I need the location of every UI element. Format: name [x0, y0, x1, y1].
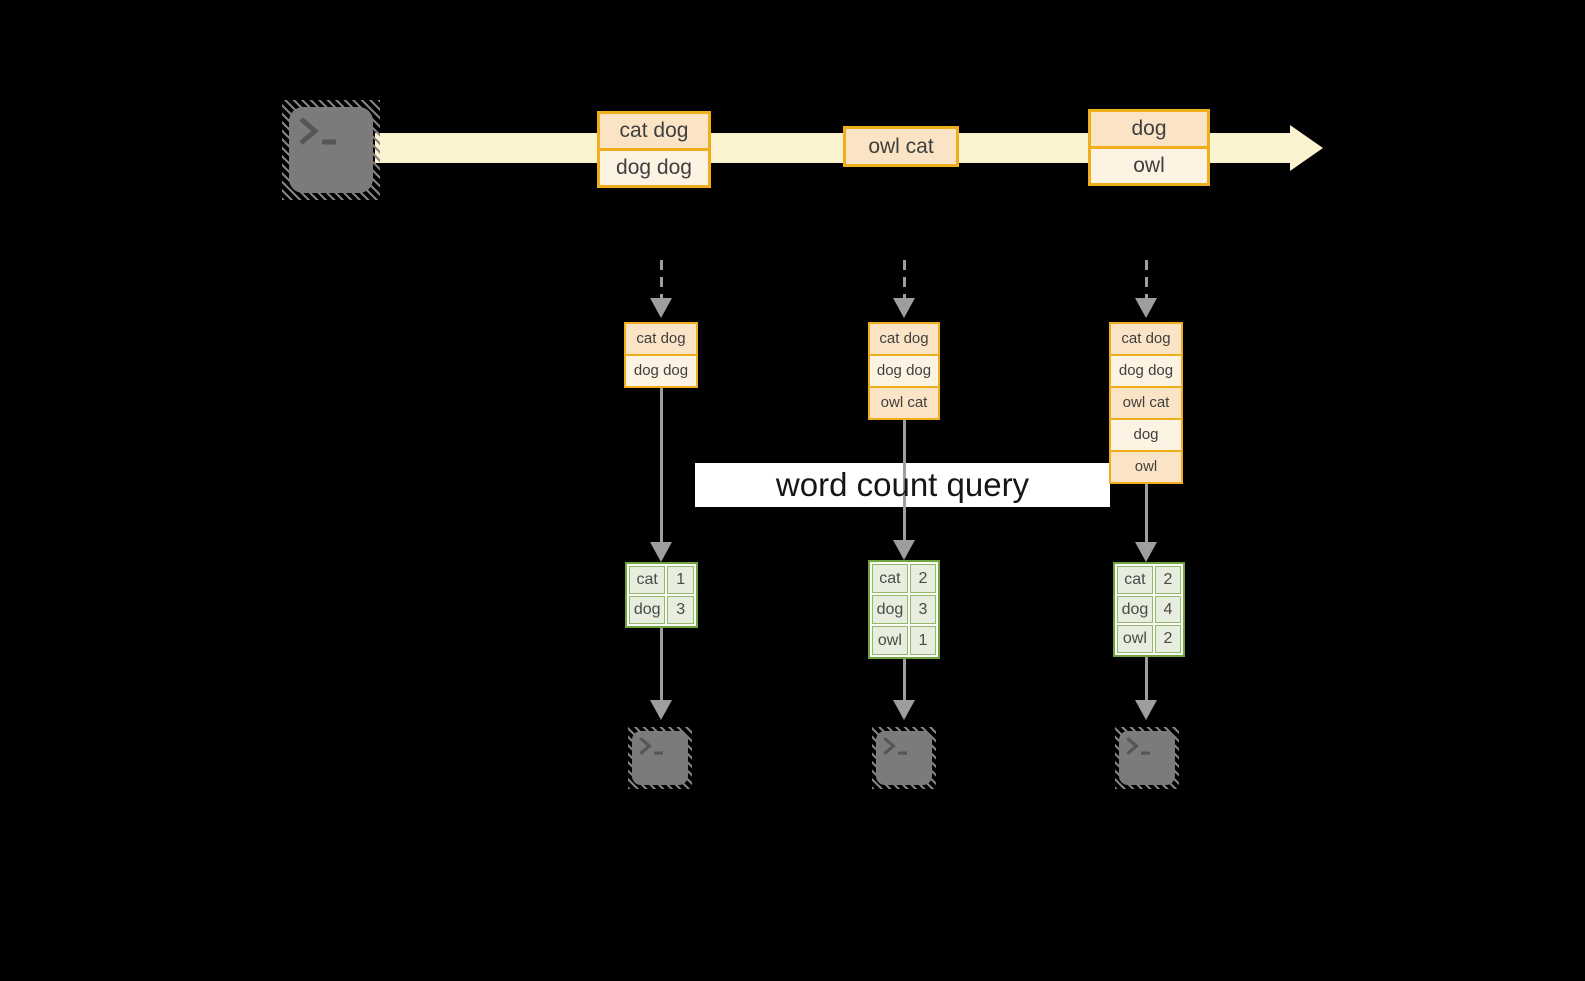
word-count-table: cat 2 dog 4 owl 2 — [1113, 562, 1185, 657]
word-cell: dog — [1117, 595, 1153, 624]
stream-record: dog — [1088, 109, 1210, 149]
count-cell: 4 — [1154, 595, 1181, 624]
output-terminal-icon — [628, 727, 692, 789]
word-cell: cat — [1117, 566, 1153, 594]
window-stack: cat dog dog dog owl cat — [868, 322, 940, 420]
stream-record: owl cat — [843, 126, 959, 167]
word-cell: owl — [1117, 625, 1153, 654]
table-row: cat 2 — [872, 564, 936, 593]
table-row: dog 4 — [1117, 595, 1181, 624]
count-cell: 1 — [667, 566, 694, 594]
window-record: dog dog — [1109, 354, 1183, 388]
window-record: dog — [1109, 418, 1183, 452]
window-stack: cat dog dog dog owl cat dog owl — [1109, 322, 1183, 484]
window-record: cat dog — [1109, 322, 1183, 356]
word-count-table: cat 1 dog 3 — [625, 562, 698, 628]
stream-batch: dog owl — [1088, 109, 1210, 186]
arrowhead-icon — [1135, 298, 1157, 318]
arrowhead-icon — [650, 542, 672, 562]
word-cell: dog — [629, 596, 666, 624]
stream-record: cat dog — [597, 111, 711, 151]
count-cell: 1 — [909, 626, 936, 655]
window-record: dog dog — [868, 354, 940, 388]
stream-record: dog dog — [597, 148, 711, 188]
query-banner — [695, 463, 1110, 507]
terminal-prompt-icon — [639, 737, 663, 755]
table-row: dog 3 — [872, 595, 936, 624]
stream-batch: cat dog dog dog — [597, 111, 711, 188]
window-to-result-arrow — [660, 386, 663, 542]
source-terminal-icon — [282, 100, 380, 200]
dashed-arrow — [1145, 260, 1148, 300]
window-to-result-arrow — [903, 418, 906, 542]
word-cell: cat — [629, 566, 666, 594]
terminal-prompt-icon — [883, 737, 907, 755]
window-record: dog dog — [624, 354, 698, 388]
terminal-prompt-icon — [1126, 737, 1150, 755]
count-cell: 3 — [667, 596, 694, 624]
stream-batch: owl cat — [843, 126, 959, 167]
word-count-table: cat 2 dog 3 owl 1 — [868, 560, 940, 659]
table-row: dog 3 — [629, 596, 694, 624]
window-record: owl cat — [868, 386, 940, 420]
word-cell: dog — [872, 595, 908, 624]
count-cell: 2 — [1154, 625, 1181, 654]
arrowhead-icon — [1135, 700, 1157, 720]
arrowhead-icon — [650, 298, 672, 318]
table-row: cat 2 — [1117, 566, 1181, 594]
result-to-output-arrow — [903, 657, 906, 702]
arrowhead-icon — [893, 540, 915, 560]
word-cell: cat — [872, 564, 908, 593]
result-to-output-arrow — [660, 627, 663, 702]
terminal-prompt-icon — [299, 117, 336, 145]
count-cell: 2 — [909, 564, 936, 593]
stream-arrowhead-icon — [1290, 125, 1323, 171]
count-cell: 3 — [909, 595, 936, 624]
arrowhead-icon — [893, 298, 915, 318]
arrowhead-icon — [1135, 542, 1157, 562]
table-row: cat 1 — [629, 566, 694, 594]
arrowhead-icon — [650, 700, 672, 720]
result-to-output-arrow — [1145, 654, 1148, 702]
stream-record: owl — [1088, 146, 1210, 186]
output-terminal-icon — [1115, 727, 1179, 789]
window-record: cat dog — [624, 322, 698, 356]
table-row: owl 1 — [872, 626, 936, 655]
window-record: owl — [1109, 450, 1183, 484]
window-record: owl cat — [1109, 386, 1183, 420]
output-terminal-icon — [872, 727, 936, 789]
window-to-result-arrow — [1145, 482, 1148, 542]
word-cell: owl — [872, 626, 908, 655]
dashed-arrow — [660, 260, 663, 300]
count-cell: 2 — [1154, 566, 1181, 594]
window-stack: cat dog dog dog — [624, 322, 698, 388]
window-record: cat dog — [868, 322, 940, 356]
query-label: word count query — [775, 466, 1030, 503]
dashed-arrow — [903, 260, 906, 300]
table-row: owl 2 — [1117, 625, 1181, 654]
arrowhead-icon — [893, 700, 915, 720]
